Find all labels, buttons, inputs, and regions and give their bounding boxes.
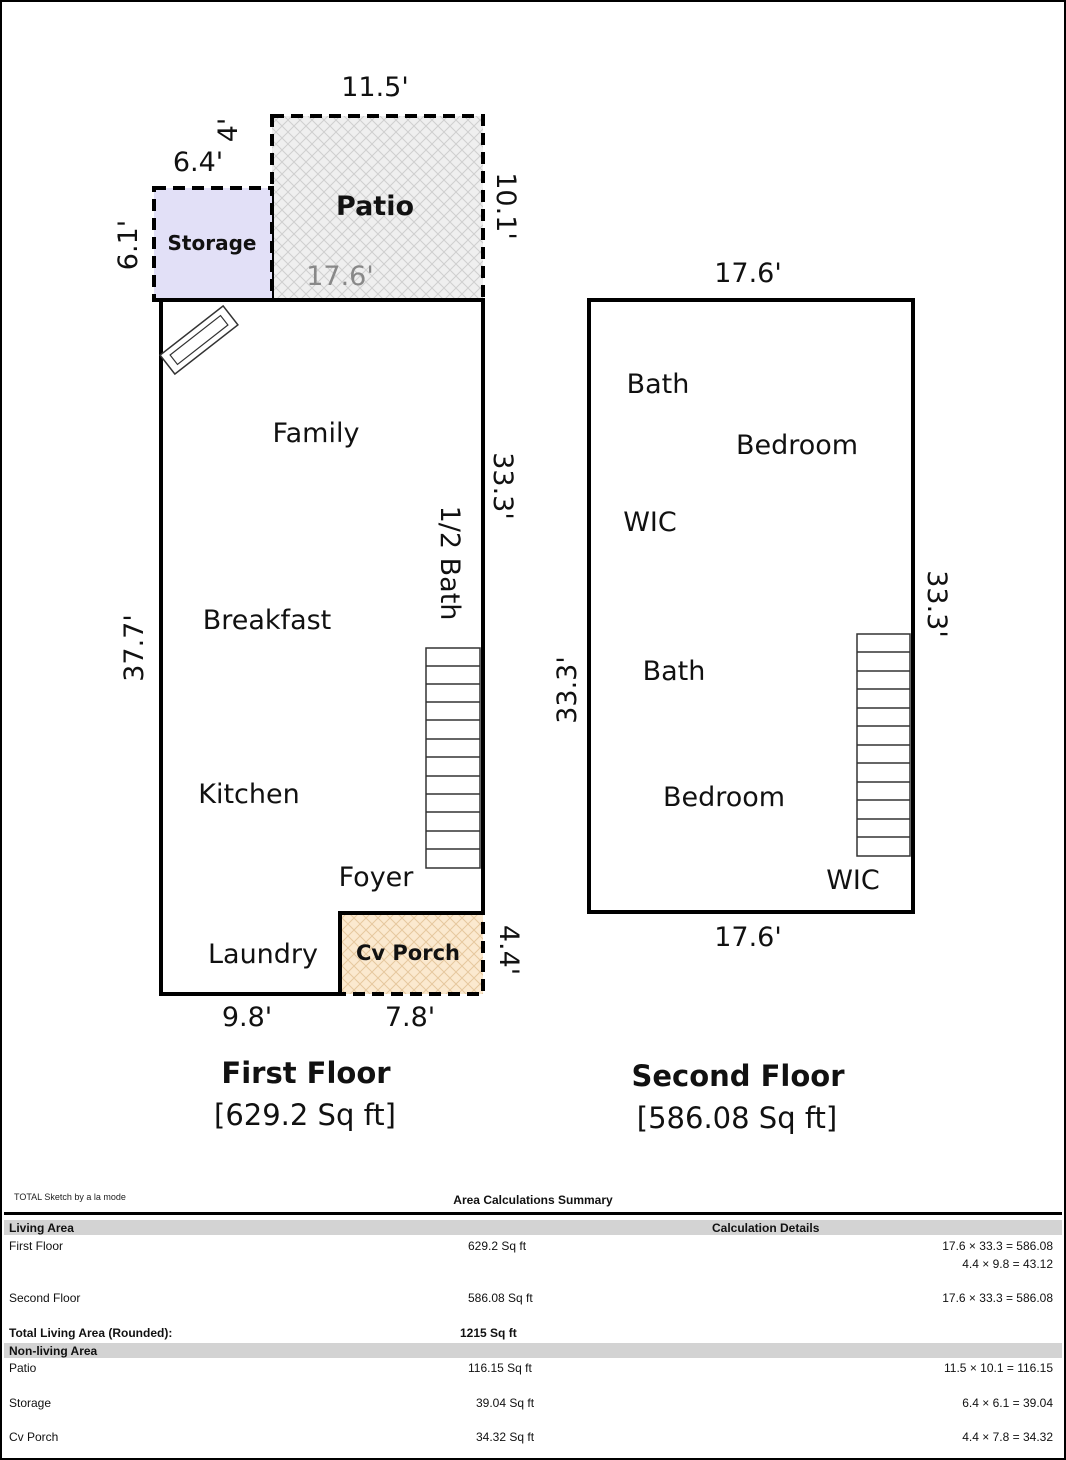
first-floor-title: First Floor (221, 1056, 391, 1090)
row-calc-patio: 11.5 × 10.1 = 116.15 (944, 1361, 1053, 1375)
total-living-area-label: Total Living Area (Rounded): (9, 1326, 173, 1340)
floor-plan-sketch: Patio Storage Family 1/2 Bath Breakfast … (113, 72, 952, 1135)
sketch-credit: TOTAL Sketch by a la mode (14, 1192, 126, 1202)
dim-patio-left: 4' (213, 118, 244, 143)
non-living-area-header-band (4, 1343, 1062, 1358)
row-area-first-floor: 629.2 Sq ft (468, 1239, 527, 1253)
room-label-family: Family (273, 418, 360, 449)
row-calc-first-floor-1: 17.6 × 33.3 = 586.08 (942, 1239, 1053, 1253)
room-label-bath-upper: Bath (627, 369, 690, 400)
room-label-kitchen: Kitchen (198, 779, 299, 810)
row-calc-cv-porch: 4.4 × 7.8 = 34.32 (962, 1430, 1053, 1444)
row-calc-storage: 6.4 × 6.1 = 39.04 (962, 1396, 1053, 1410)
first-floor-outline (159, 298, 485, 996)
dim-patio-bottom: 17.6' (306, 261, 374, 292)
dim-first-left: 37.7' (119, 614, 150, 682)
dim-storage-top: 6.4' (173, 147, 223, 178)
living-area-header: Living Area (9, 1221, 74, 1235)
summary-title: Area Calculations Summary (453, 1193, 613, 1207)
second-floor-outline (587, 298, 915, 914)
dim-first-bottom-right: 7.8' (385, 1002, 435, 1033)
row-area-second-floor: 586.08 Sq ft (468, 1291, 533, 1305)
storage-area (152, 186, 274, 302)
dim-first-bottom-left: 9.8' (222, 1002, 272, 1033)
room-label-patio: Patio (336, 191, 414, 222)
second-floor-title: Second Floor (631, 1059, 845, 1093)
calculation-details-header: Calculation Details (712, 1221, 820, 1235)
dim-patio-top: 11.5' (341, 72, 409, 103)
room-label-wic-upper: WIC (623, 507, 677, 538)
room-label-wic-lower: WIC (826, 865, 880, 896)
room-label-bedroom-lower: Bedroom (663, 782, 785, 813)
non-living-area-header: Non-living Area (9, 1344, 98, 1358)
room-label-storage: Storage (168, 231, 257, 255)
second-floor-stairs (856, 633, 911, 857)
dim-second-left: 33.3' (552, 656, 583, 724)
room-label-laundry: Laundry (208, 939, 318, 970)
first-floor-porch-edge (338, 911, 483, 994)
room-label-half-bath: 1/2 Bath (434, 506, 465, 621)
dim-storage-left: 6.1' (113, 220, 144, 270)
patio-area (270, 114, 485, 302)
room-label-foyer: Foyer (339, 862, 415, 893)
room-label-breakfast: Breakfast (203, 605, 332, 636)
dim-porch-right: 4.4' (493, 925, 524, 975)
dim-patio-right: 10.1' (490, 172, 521, 240)
row-area-patio: 116.15 Sq ft (468, 1361, 532, 1375)
row-label-second-floor: Second Floor (9, 1291, 81, 1305)
living-area-header-band (4, 1220, 1062, 1235)
room-label-cv-porch: Cv Porch (356, 941, 460, 965)
fireplace-symbol (159, 304, 239, 376)
room-label-bedroom-upper: Bedroom (736, 430, 858, 461)
area-calculations-table: Living Area Calculation Details First Fl… (4, 1212, 1062, 1459)
dim-second-top: 17.6' (714, 258, 782, 289)
dim-second-bottom: 17.6' (714, 922, 782, 953)
room-label-bath-lower: Bath (643, 656, 706, 687)
row-area-cv-porch: 34.32 Sq ft (476, 1430, 535, 1444)
row-label-storage: Storage (9, 1396, 52, 1410)
dim-second-right: 33.3' (921, 570, 952, 638)
first-floor-area: [629.2 Sq ft] (214, 1098, 396, 1132)
row-label-cv-porch: Cv Porch (9, 1430, 59, 1444)
first-floor-stairs (425, 647, 481, 869)
total-living-area-value: 1215 Sq ft (460, 1326, 517, 1340)
second-floor-area: [586.08 Sq ft] (637, 1101, 837, 1135)
row-label-patio: Patio (9, 1361, 37, 1375)
row-calc-second-floor: 17.6 × 33.3 = 586.08 (942, 1291, 1053, 1305)
row-area-storage: 39.04 Sq ft (476, 1396, 535, 1410)
dim-first-right: 33.3' (487, 452, 518, 520)
row-label-first-floor: First Floor (9, 1239, 63, 1253)
row-calc-first-floor-2: 4.4 × 9.8 = 43.12 (962, 1257, 1053, 1271)
